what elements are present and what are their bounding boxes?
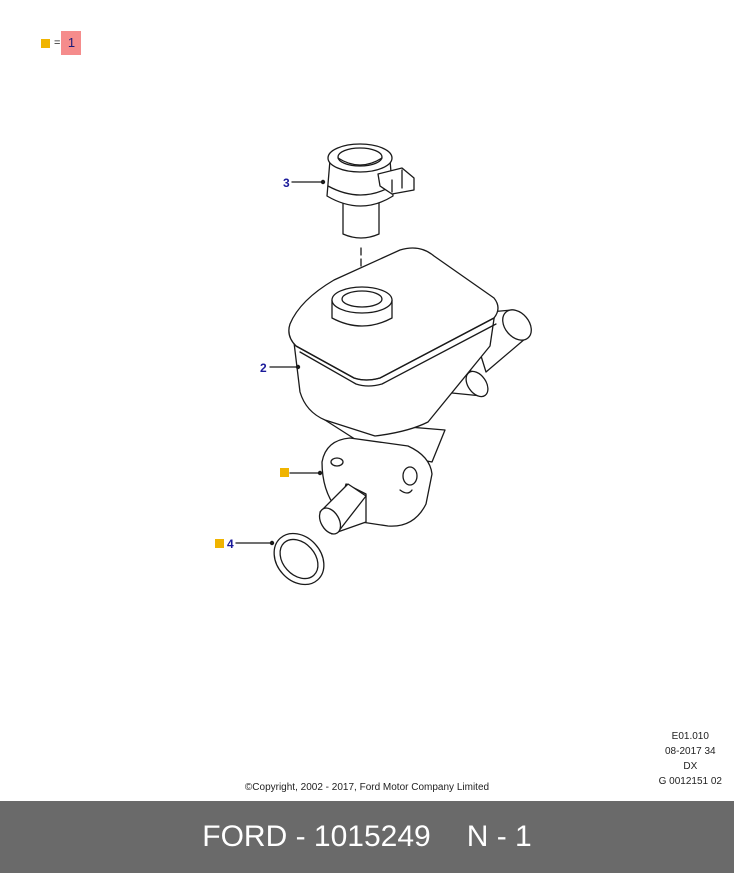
yellow-square-icon xyxy=(41,38,50,48)
footer-bar: FORD - 1015249 N - 1 xyxy=(0,801,734,873)
master-cylinder[interactable] xyxy=(288,247,537,538)
legend: = 1 xyxy=(41,31,82,55)
meta-line-1: E01.010 xyxy=(671,731,709,742)
legend-number[interactable]: 1 xyxy=(61,31,82,55)
leader-dots xyxy=(269,179,326,546)
callout-4[interactable]: 4 xyxy=(227,537,234,551)
drawing-metadata: E01.010 08-2017 34 DX G 0012151 02 xyxy=(659,729,722,789)
footer-part-number: FORD - 1015249 xyxy=(202,820,431,853)
callout-2[interactable]: 2 xyxy=(260,361,267,375)
parts-diagram: 3 2 4 xyxy=(215,143,537,594)
footer-quantity: N - 1 xyxy=(466,820,532,853)
legend-equals: = xyxy=(54,37,61,49)
leader-lines xyxy=(235,181,324,544)
seal-ring[interactable] xyxy=(264,523,334,594)
callout-3[interactable]: 3 xyxy=(283,176,290,190)
meta-line-2: 08-2017 34 xyxy=(665,746,716,757)
copyright-notice: ©Copyright, 2002 - 2017, Ford Motor Comp… xyxy=(244,782,490,793)
yellow-square-icon xyxy=(215,539,224,548)
meta-line-3: DX xyxy=(683,761,698,772)
meta-line-4: G 0012151 02 xyxy=(658,776,722,787)
yellow-square-icon xyxy=(280,468,289,477)
reservoir-cap[interactable] xyxy=(326,143,415,239)
